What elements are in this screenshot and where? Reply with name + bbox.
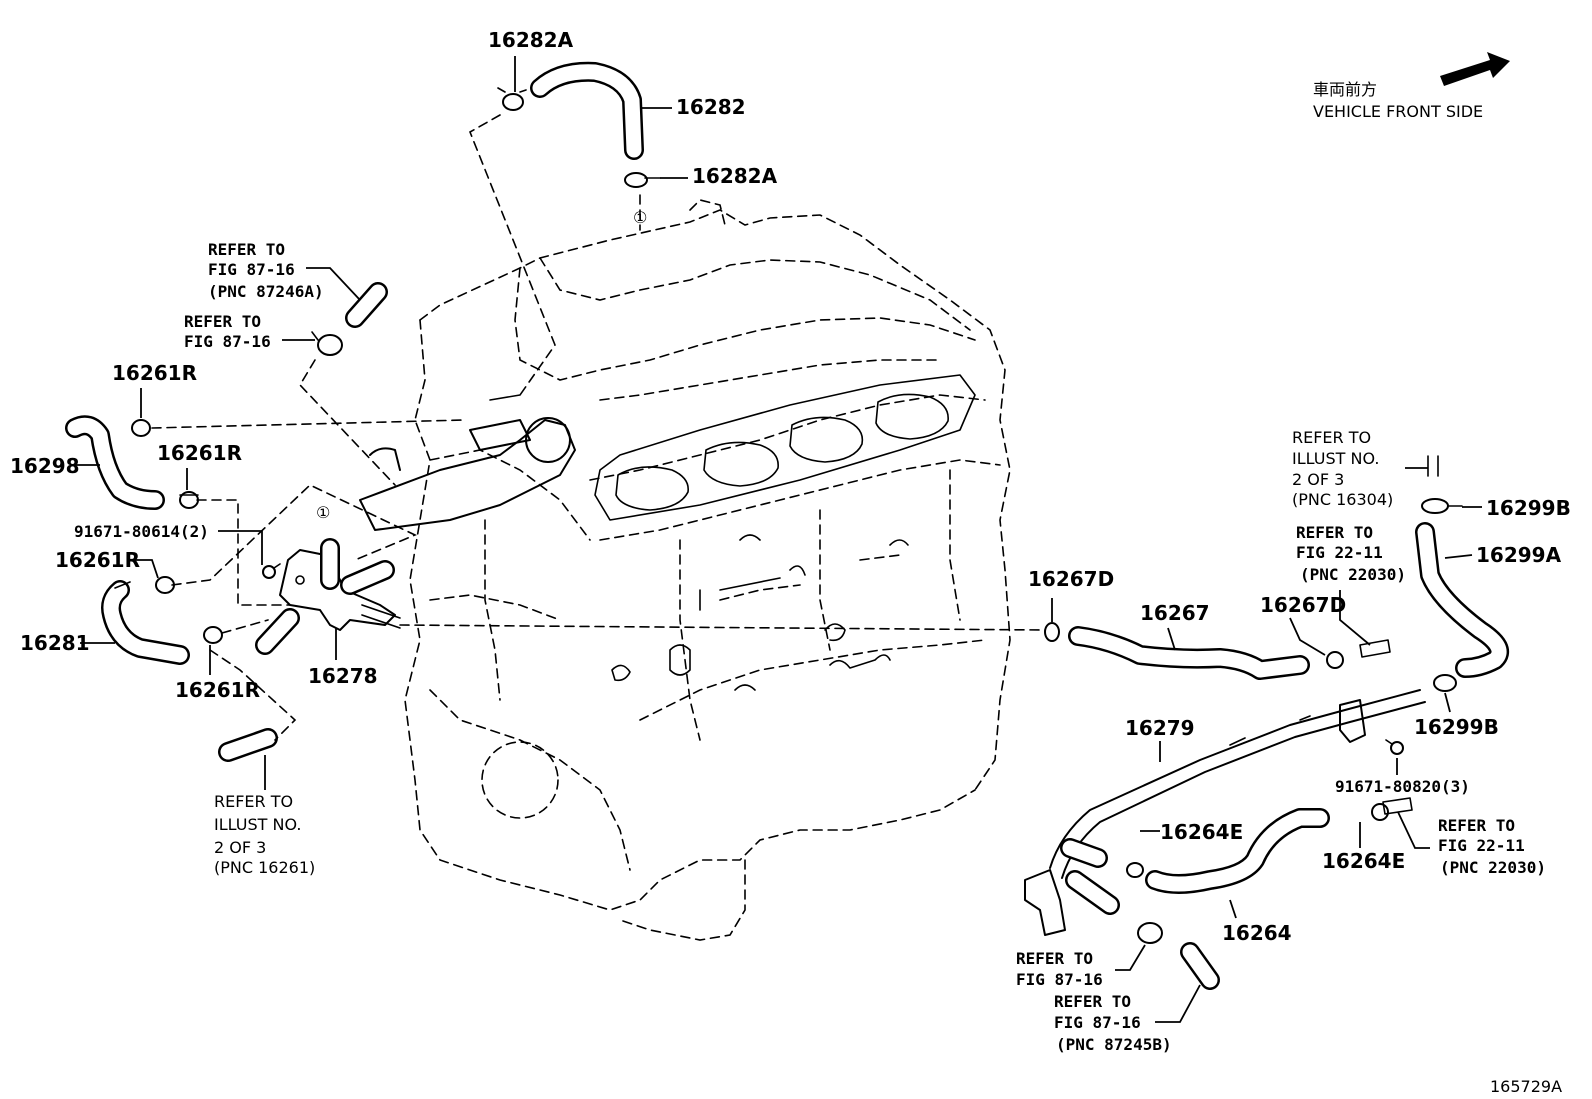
label-16299B-top: 16299B xyxy=(1486,496,1571,520)
svg-text:2 OF 3: 2 OF 3 xyxy=(214,838,266,857)
label-16282A-top: 16282A xyxy=(488,28,574,52)
label-16261R-d: 16261R xyxy=(175,678,260,702)
label-bolt-91671-80614: 91671-80614(2) xyxy=(74,522,209,541)
svg-text:(PNC 16261): (PNC 16261) xyxy=(214,858,315,877)
hose-16264 xyxy=(1145,808,1330,894)
svg-text:FIG 22-11: FIG 22-11 xyxy=(1296,543,1383,562)
part-number-labels: 16282A 16282 16282A 16261R 16298 16261R … xyxy=(10,28,1571,945)
svg-text:REFER TO: REFER TO xyxy=(1292,428,1371,447)
svg-text:2 OF 3: 2 OF 3 xyxy=(1292,470,1344,489)
svg-text:ILLUST NO.: ILLUST NO. xyxy=(1292,449,1379,468)
label-16298: 16298 xyxy=(10,454,80,478)
svg-text:REFER TO: REFER TO xyxy=(1016,949,1093,968)
water-outlet xyxy=(359,394,576,531)
bolt-icons xyxy=(262,563,1404,755)
svg-text:(PNC 22030): (PNC 22030) xyxy=(1300,565,1406,584)
clamp-icons xyxy=(131,87,1463,944)
ref-fig-87-16-lower: REFER TO FIG 87-16 xyxy=(1016,949,1103,989)
label-16299B-bot: 16299B xyxy=(1414,715,1499,739)
ref-16304: REFER TO ILLUST NO. 2 OF 3 (PNC 16304) xyxy=(1292,428,1393,509)
label-bolt-91671-80820: 91671-80820(3) xyxy=(1335,777,1470,796)
label-16282: 16282 xyxy=(676,95,746,119)
hose-ref-22030-upper xyxy=(1359,639,1391,658)
pipe-ref-16304 xyxy=(1427,455,1439,477)
svg-text:(PNC 87245B): (PNC 87245B) xyxy=(1056,1035,1172,1054)
label-16267D-b: 16267D xyxy=(1260,593,1346,617)
label-16281: 16281 xyxy=(20,631,90,655)
svg-text:ILLUST NO.: ILLUST NO. xyxy=(214,815,301,834)
svg-text:REFER TO: REFER TO xyxy=(1438,816,1515,835)
marker-one-top: ① xyxy=(633,208,647,227)
hose-16267 xyxy=(1068,626,1310,680)
label-16264E-a: 16264E xyxy=(1160,820,1243,844)
svg-text:(PNC 22030): (PNC 22030) xyxy=(1440,858,1546,877)
leader-lines xyxy=(70,56,1482,1023)
svg-text:REFER TO: REFER TO xyxy=(1296,523,1373,542)
engine-fittings xyxy=(611,534,909,691)
legend-japanese: 車両前方 xyxy=(1313,80,1377,99)
ref-fig-87-16-upper: REFER TO FIG 87-16 xyxy=(184,312,271,351)
connection-lines xyxy=(151,114,1046,741)
label-16279: 16279 xyxy=(1125,716,1195,740)
svg-text:FIG 87-16: FIG 87-16 xyxy=(184,332,271,351)
svg-text:REFER TO: REFER TO xyxy=(1054,992,1131,1011)
legend-english: VEHICLE FRONT SIDE xyxy=(1313,102,1483,121)
label-16261R-b: 16261R xyxy=(157,441,242,465)
label-16267: 16267 xyxy=(1140,601,1210,625)
pipe-16279 xyxy=(1024,689,1426,936)
hose-16298 xyxy=(65,415,165,510)
label-16267D-a: 16267D xyxy=(1028,567,1114,591)
vehicle-front-arrow-icon xyxy=(1440,52,1510,86)
svg-text:(PNC 87246A): (PNC 87246A) xyxy=(208,282,324,301)
hose-illust-2of3-left xyxy=(218,728,278,762)
ref-87246A: REFER TO FIG 87-16 (PNC 87246A) xyxy=(208,240,324,301)
svg-text:REFER TO: REFER TO xyxy=(214,792,293,811)
hose-16299A xyxy=(1415,522,1509,678)
ref-22030-lower: REFER TO FIG 22-11 (PNC 22030) xyxy=(1438,816,1546,877)
label-16261R-c: 16261R xyxy=(55,548,140,572)
label-16278: 16278 xyxy=(308,664,378,688)
ref-16261: REFER TO ILLUST NO. 2 OF 3 (PNC 16261) xyxy=(214,792,315,877)
hose-ref-87246A xyxy=(345,282,388,328)
svg-text:REFER TO: REFER TO xyxy=(208,240,285,259)
marker-one-left: ① xyxy=(316,503,330,522)
label-16282A-mid: 16282A xyxy=(692,164,778,188)
svg-text:FIG 87-16: FIG 87-16 xyxy=(1054,1013,1141,1032)
ref-87245B: REFER TO FIG 87-16 (PNC 87245B) xyxy=(1054,992,1172,1054)
svg-text:REFER TO: REFER TO xyxy=(184,312,261,331)
label-16264: 16264 xyxy=(1222,921,1292,945)
hose-16282 xyxy=(530,61,644,160)
hose-16281 xyxy=(101,580,190,665)
svg-text:FIG 22-11: FIG 22-11 xyxy=(1438,836,1525,855)
illustration-number: 165729A xyxy=(1490,1077,1562,1096)
hose-ref-22030-lower xyxy=(1382,797,1413,815)
svg-text:FIG 87-16: FIG 87-16 xyxy=(1016,970,1103,989)
intake-ports xyxy=(594,374,976,521)
ref-22030-upper: REFER TO FIG 22-11 (PNC 22030) xyxy=(1296,523,1406,584)
fitting-16278 xyxy=(255,538,401,655)
hose-ref-87245B xyxy=(1180,942,1220,990)
vehicle-front-legend: 車両前方 VEHICLE FRONT SIDE xyxy=(1313,80,1483,121)
circled-markers: ① ① xyxy=(316,208,647,522)
svg-text:(PNC 16304): (PNC 16304) xyxy=(1292,490,1393,509)
label-16261R-a: 16261R xyxy=(112,361,197,385)
svg-text:FIG 87-16: FIG 87-16 xyxy=(208,260,295,279)
engine-block-outline xyxy=(404,199,1011,941)
label-16299A: 16299A xyxy=(1476,543,1562,567)
reference-notes: REFER TO FIG 87-16 (PNC 87246A) REFER TO… xyxy=(184,240,1546,1054)
label-16264E-b: 16264E xyxy=(1322,849,1405,873)
